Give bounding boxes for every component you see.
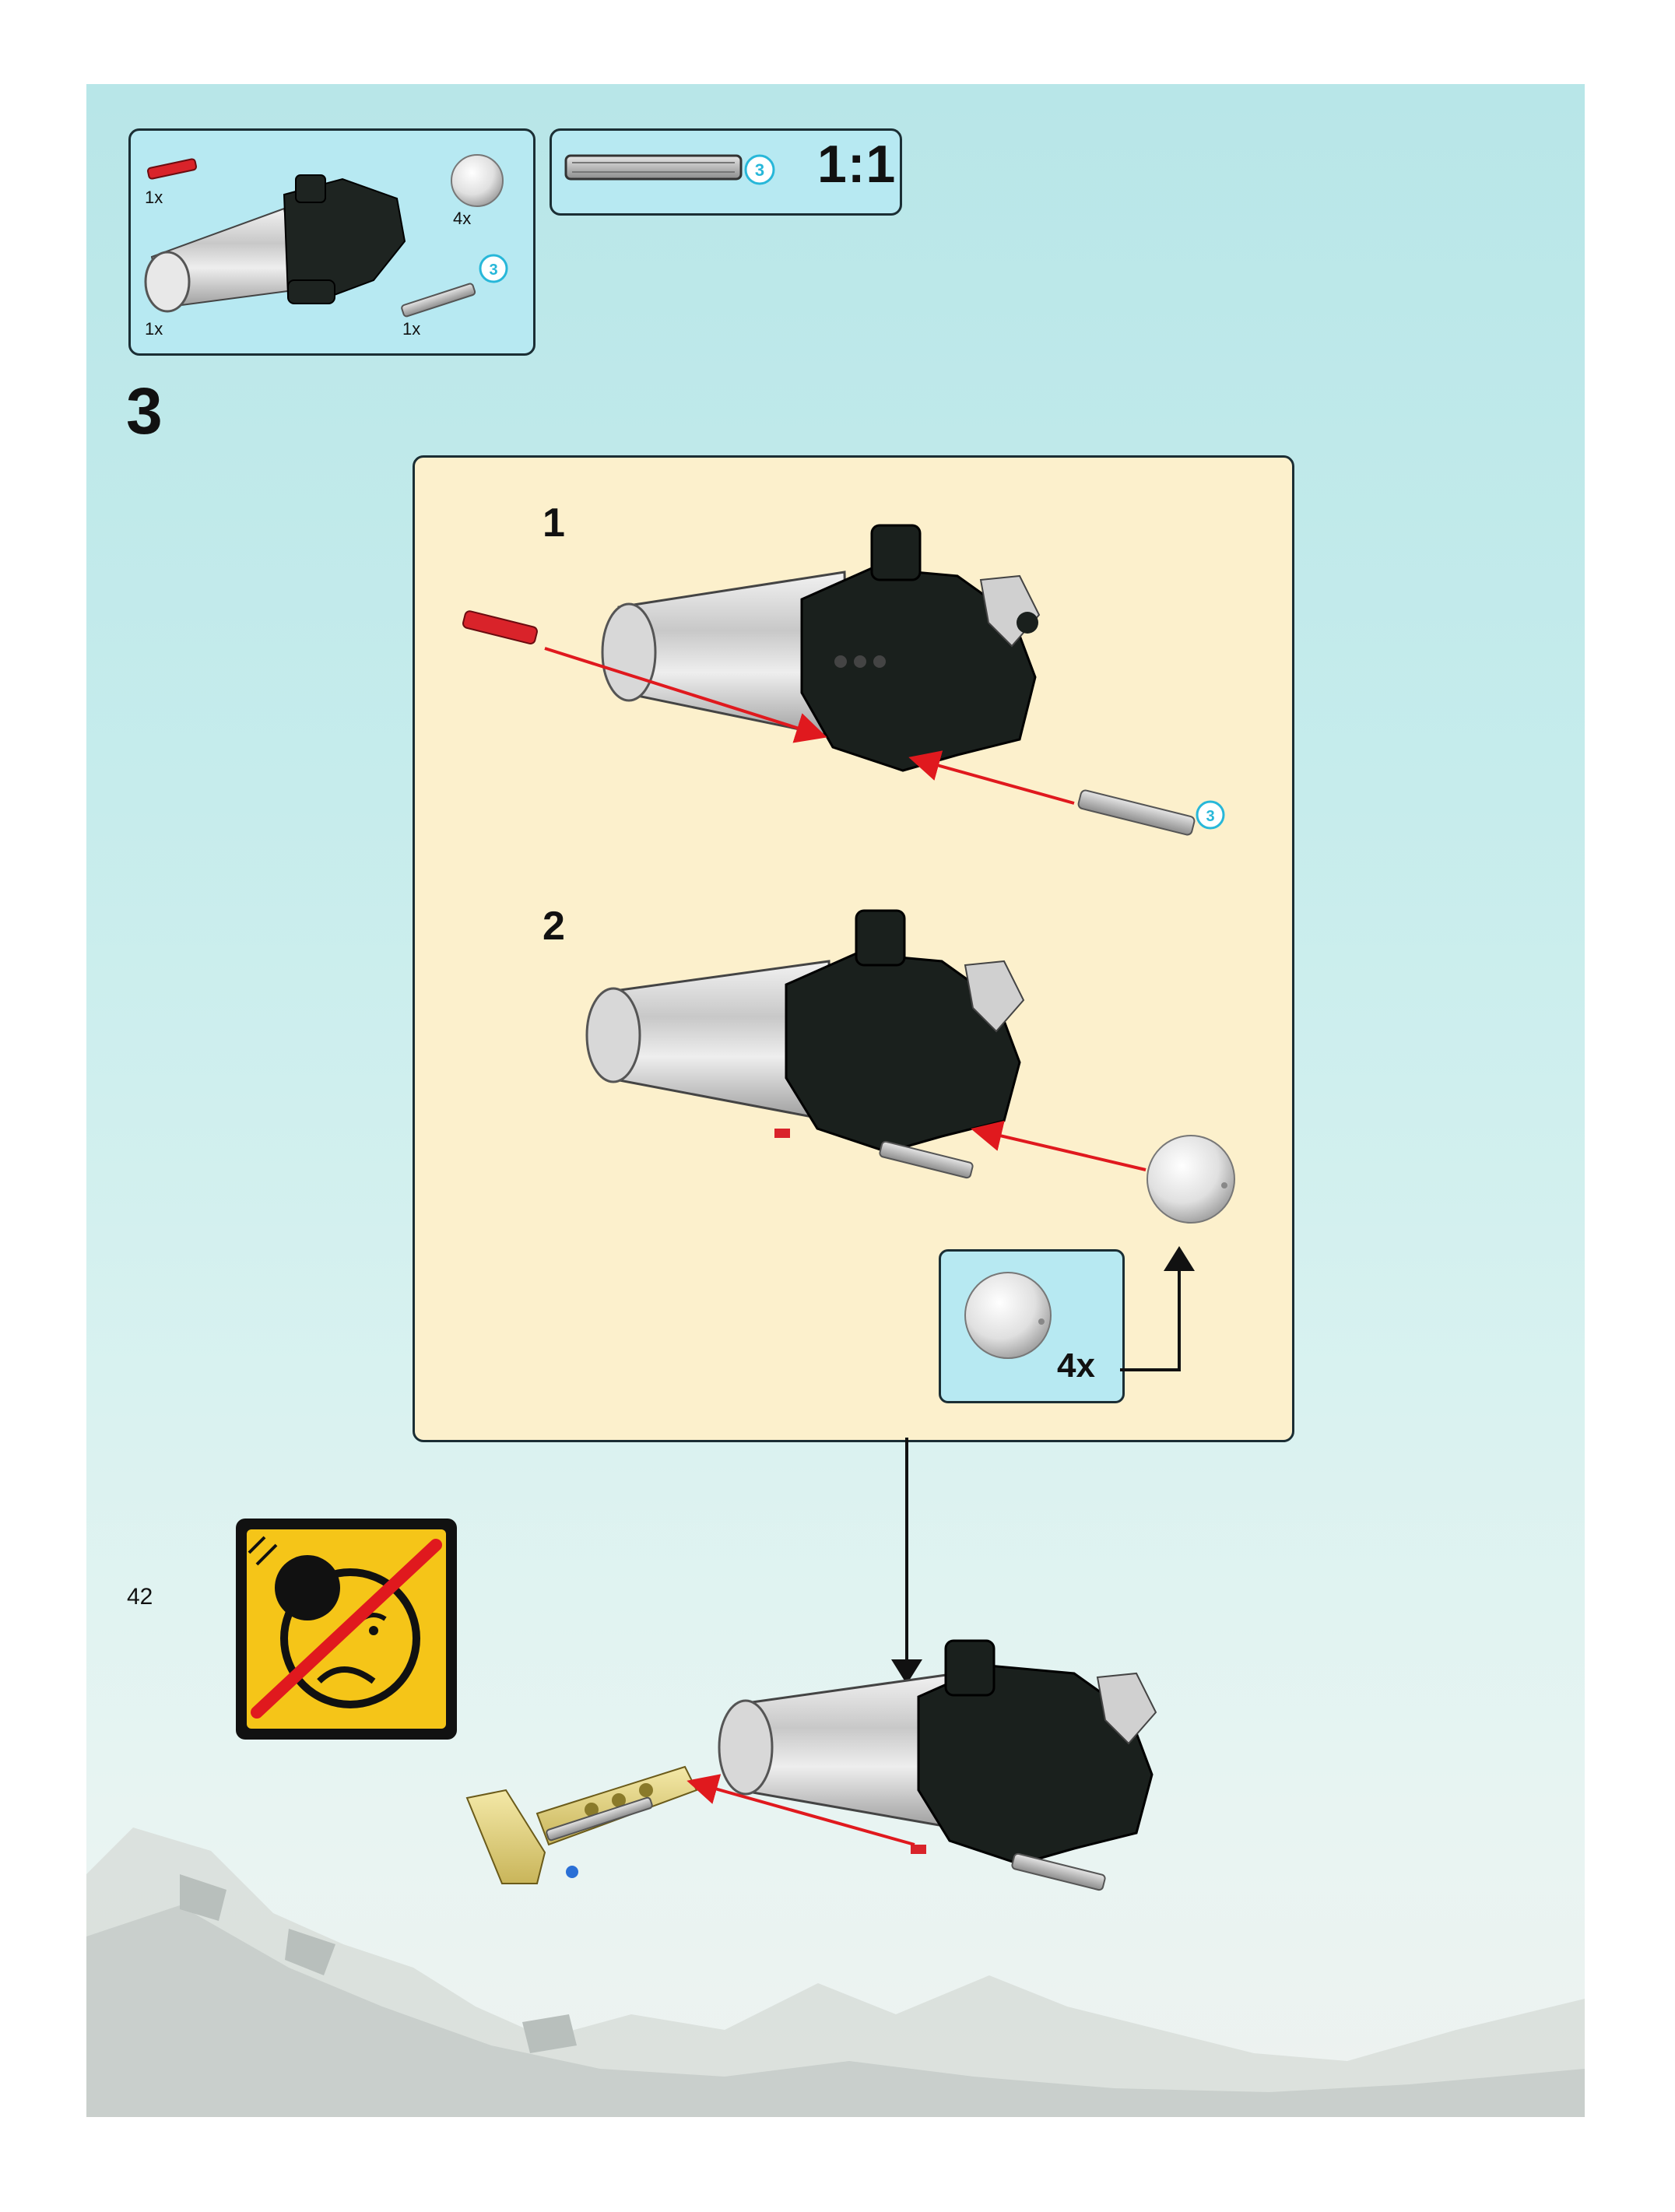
part-quantity-red-connector: 1x [145, 188, 163, 208]
part-quantity-launcher: 1x [145, 319, 163, 339]
part-callout-box [939, 1249, 1125, 1403]
scale-ratio: 1:1 [817, 134, 896, 195]
step-number: 3 [126, 374, 163, 449]
parts-list-box [128, 128, 536, 356]
page-number: 42 [127, 1584, 153, 1610]
callout-quantity: 4x [1057, 1347, 1095, 1385]
substep-number-1: 1 [543, 500, 565, 546]
part-quantity-grey-axle: 1x [402, 319, 420, 339]
part-quantity-ball-joint: 4x [453, 209, 471, 229]
substep-number-2: 2 [543, 903, 565, 950]
